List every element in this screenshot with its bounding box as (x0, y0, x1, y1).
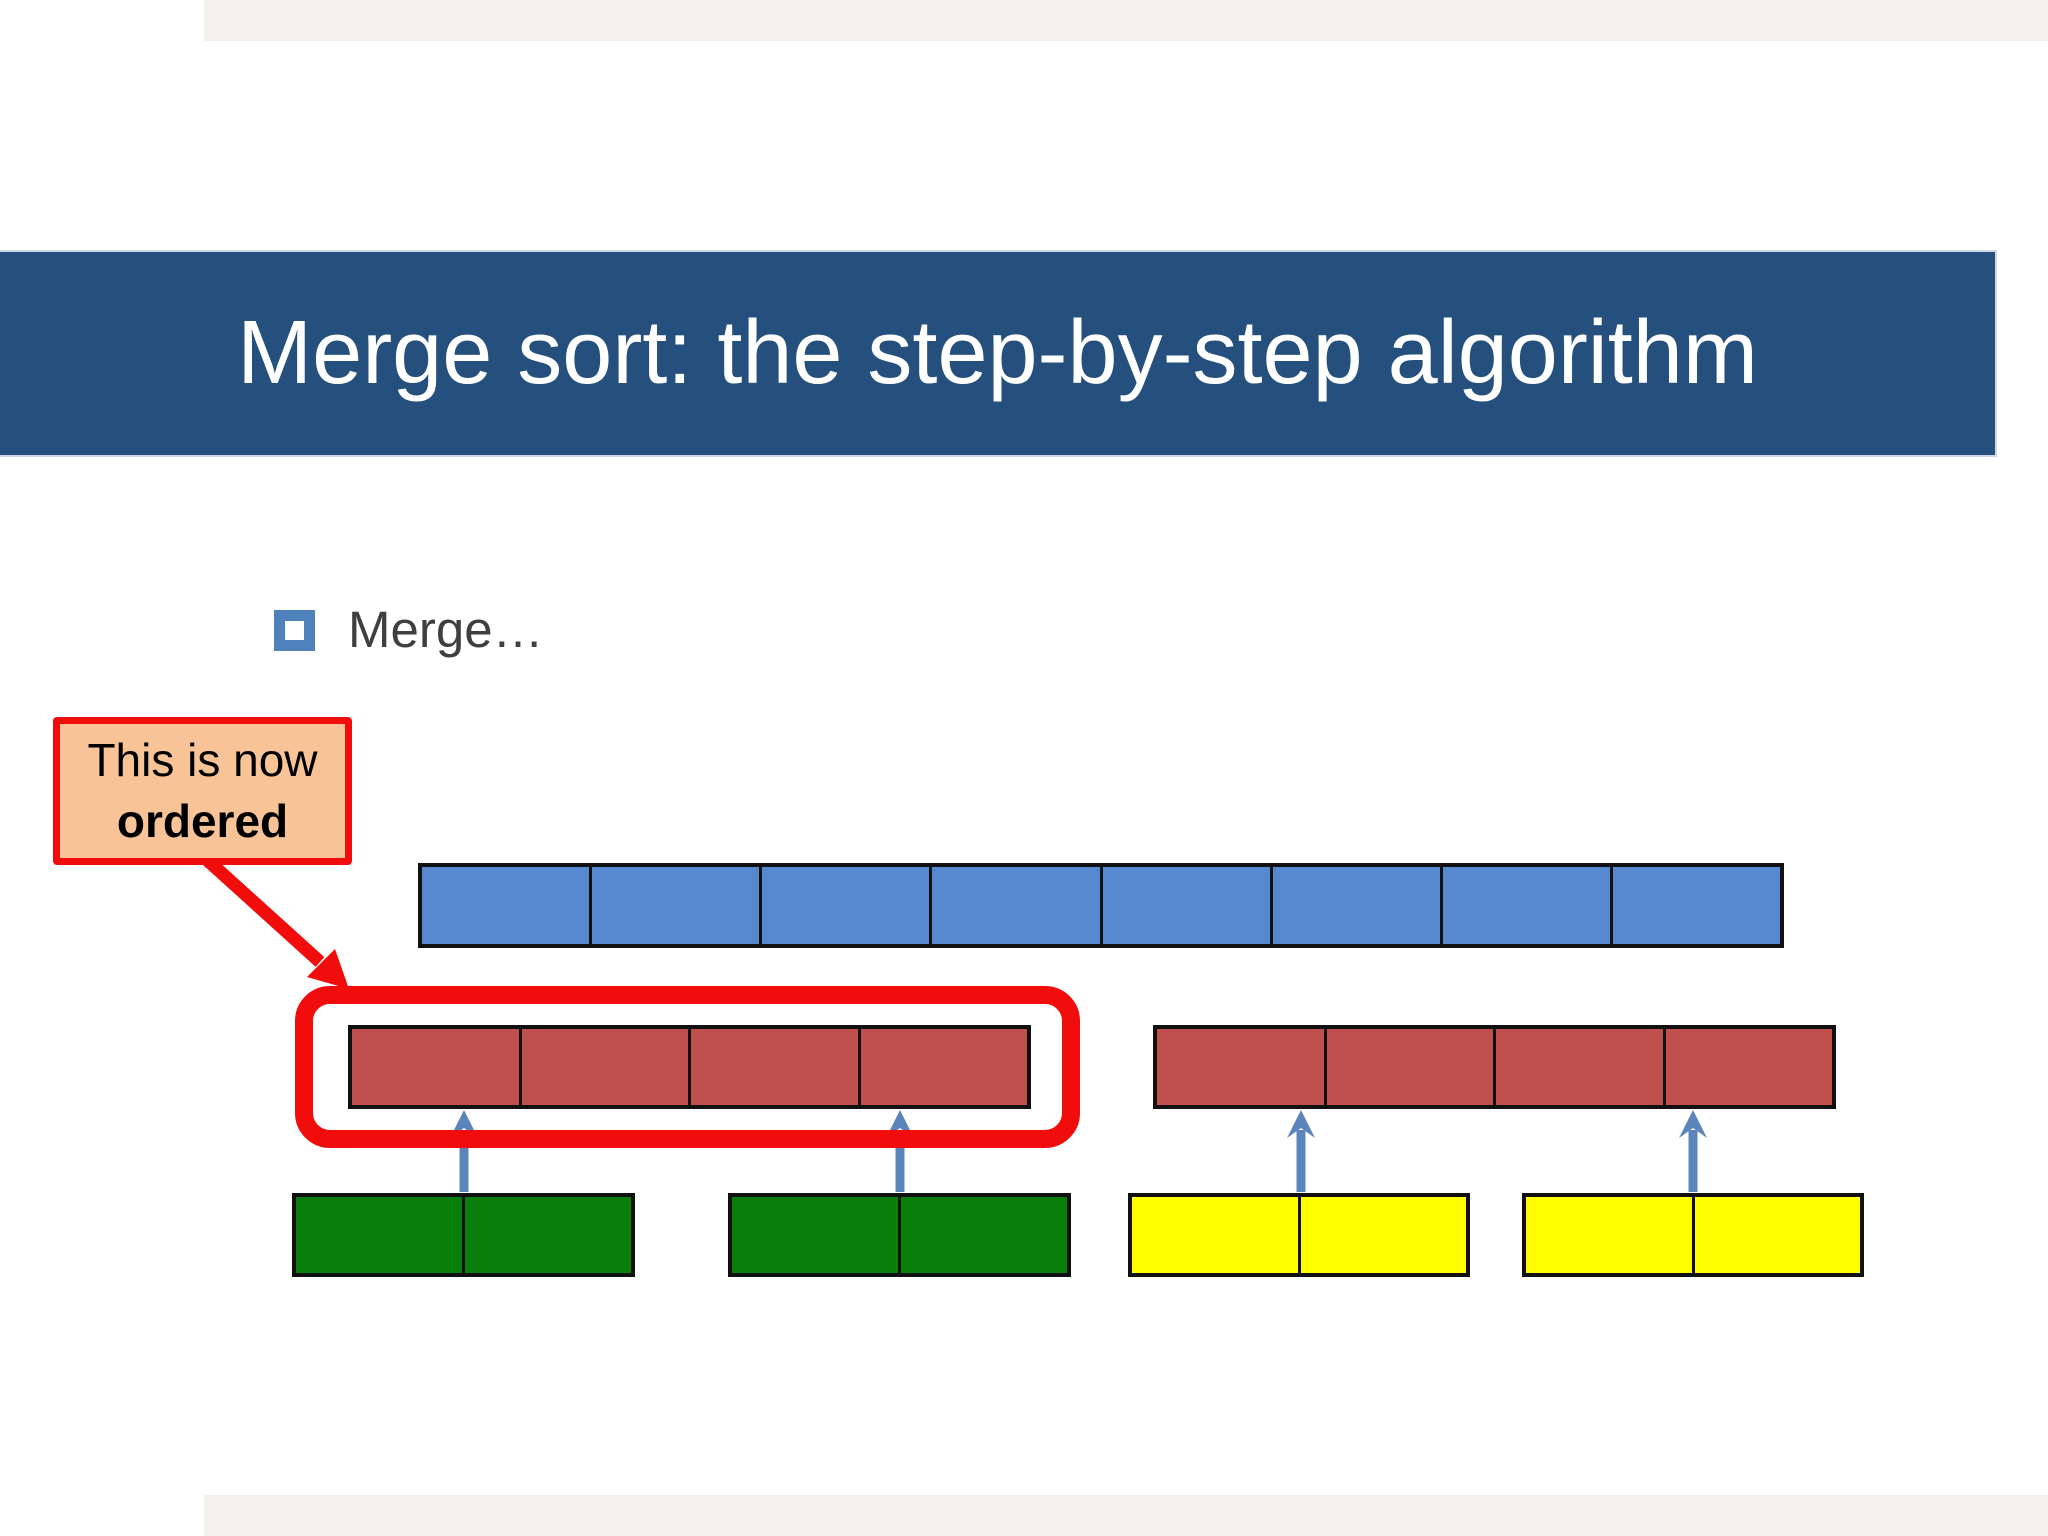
array-sorted-left-4-cell-3 (688, 1029, 858, 1105)
array-merged-8-cell-4 (929, 867, 1100, 944)
array-sorted-left-4 (348, 1025, 1031, 1109)
array-yellow-pair-1-cell-1 (1132, 1197, 1298, 1273)
array-merged-8-cell-6 (1269, 867, 1440, 944)
array-sorted-right-4-cell-1 (1157, 1029, 1324, 1105)
callout-line-1: This is now (87, 734, 318, 786)
array-green-pair-1-cell-1 (296, 1197, 462, 1273)
array-green-pair-2-cell-1 (732, 1197, 898, 1273)
array-sorted-left-4-cell-4 (857, 1029, 1027, 1105)
array-merged-8-cell-5 (1099, 867, 1270, 944)
callout-line-2: ordered (116, 795, 289, 847)
array-merged-8-cell-1 (422, 867, 590, 944)
title-banner: Merge sort: the step-by-step algorithm (0, 250, 1997, 457)
array-sorted-right-4-cell-4 (1662, 1029, 1832, 1105)
array-sorted-left-4-cell-1 (352, 1029, 519, 1105)
array-merged-8-cell-3 (759, 867, 930, 944)
array-green-pair-1 (292, 1193, 635, 1277)
array-merged-8-cell-7 (1439, 867, 1610, 944)
array-yellow-pair-1-cell-2 (1297, 1197, 1466, 1273)
bullet-item: Merge… (274, 600, 544, 660)
square-bullet-icon (274, 610, 315, 651)
array-yellow-pair-2-cell-1 (1526, 1197, 1692, 1273)
array-merged-8-cell-8 (1609, 867, 1780, 944)
array-green-pair-2 (728, 1193, 1071, 1277)
array-sorted-left-4-cell-2 (518, 1029, 688, 1105)
array-merged-8 (418, 863, 1784, 948)
array-merged-8-cell-2 (589, 867, 760, 944)
bullet-text: Merge… (348, 601, 544, 658)
callout-ordered: This is now ordered (53, 717, 352, 865)
bottom-accent-bar (204, 1495, 2048, 1536)
array-yellow-pair-2 (1522, 1193, 1864, 1277)
array-yellow-pair-1 (1128, 1193, 1470, 1277)
array-sorted-right-4-cell-2 (1323, 1029, 1493, 1105)
array-green-pair-1-cell-2 (462, 1197, 631, 1273)
slide-title: Merge sort: the step-by-step algorithm (237, 303, 1758, 403)
top-accent-bar (204, 0, 2048, 41)
array-yellow-pair-2-cell-2 (1691, 1197, 1860, 1273)
array-green-pair-2-cell-2 (898, 1197, 1067, 1273)
array-sorted-right-4 (1153, 1025, 1836, 1109)
array-sorted-right-4-cell-3 (1493, 1029, 1663, 1105)
